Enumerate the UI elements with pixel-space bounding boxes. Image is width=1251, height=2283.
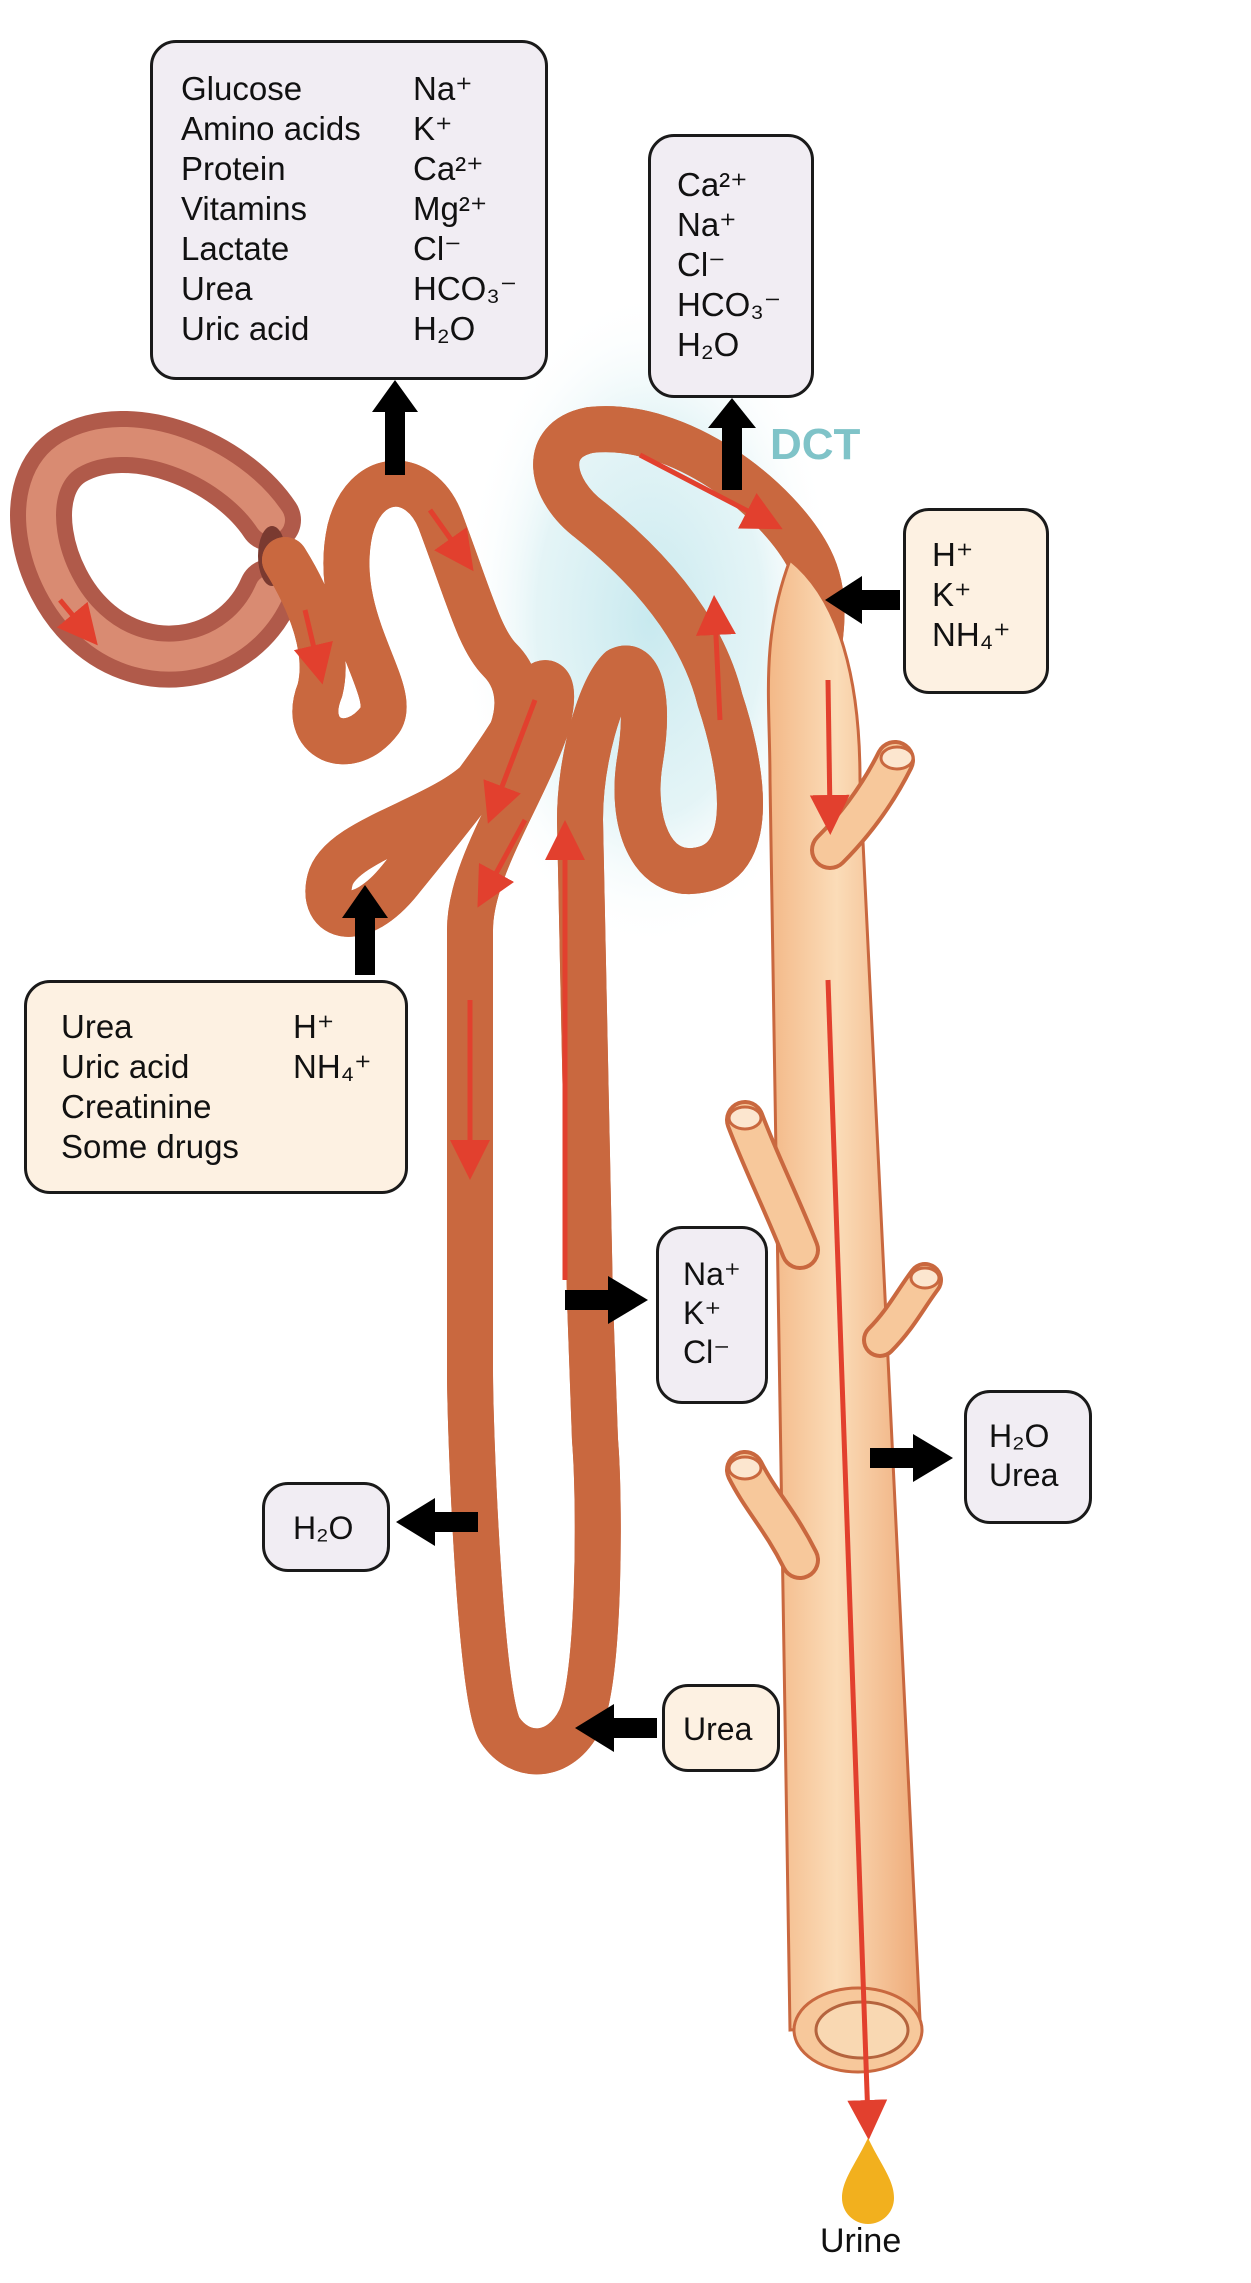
ascending-limb-reabsorption-box: Na⁺ K⁺ Cl⁻: [656, 1226, 768, 1404]
pct-secretion-box: Urea Uric acid Creatinine Some drugs H⁺ …: [24, 980, 408, 1194]
pct-secretion-right-column: H⁺ NH₄⁺: [293, 1007, 372, 1087]
solute-label: H₂O: [293, 1510, 354, 1546]
ion-label: NH₄⁺: [293, 1048, 372, 1085]
ion-label: Na⁺: [683, 1256, 741, 1292]
urine-drop-icon: [842, 2138, 894, 2224]
solute-label: Urea: [61, 1008, 133, 1045]
arrow-right-collecting-icon: [870, 1434, 953, 1482]
ion-label: Cl⁻: [683, 1334, 731, 1370]
solute-label: Vitamins: [181, 190, 307, 227]
collecting-duct-secretion-box: H⁺ K⁺ NH₄⁺: [903, 508, 1049, 694]
pct-secretion-left-column: Urea Uric acid Creatinine Some drugs: [61, 1007, 239, 1167]
ion-label: H⁺: [932, 536, 974, 573]
solute-label: Lactate: [181, 230, 290, 267]
descending-column: H₂O: [293, 1509, 353, 1548]
transport-arrows: [342, 380, 953, 1752]
pct-reabsorption-left-column: Glucose Amino acids Protein Vitamins Lac…: [181, 69, 361, 349]
solute-label: Uric acid: [61, 1048, 190, 1085]
solute-label: Amino acids: [181, 110, 361, 147]
ion-label: Ca²⁺: [413, 150, 484, 187]
urine-label: Urine: [820, 2222, 902, 2260]
solute-label: Urea: [683, 1711, 753, 1747]
ion-label: HCO₃⁻: [413, 270, 518, 307]
ion-label: K⁺: [413, 110, 453, 147]
arrow-up-dct-reabsorption-icon: [708, 398, 756, 490]
solute-label: Creatinine: [61, 1088, 212, 1125]
ion-label: Cl⁻: [677, 246, 726, 283]
dct-reabsorption-column: Ca²⁺ Na⁺ Cl⁻ HCO₃⁻ H₂O: [677, 165, 781, 365]
solute-label: Some drugs: [61, 1128, 239, 1165]
ion-label: Na⁺: [413, 70, 473, 107]
arrow-up-pct-reabsorption-icon: [372, 380, 418, 475]
ion-label: H⁺: [293, 1008, 335, 1045]
collecting-duct-reabsorption-box: H₂O Urea: [964, 1390, 1092, 1524]
loop-column: Urea: [683, 1710, 752, 1749]
arrow-right-ascending-icon: [565, 1276, 648, 1324]
pct-reabsorption-right-column: Na⁺ K⁺ Ca²⁺ Mg²⁺ Cl⁻ HCO₃⁻ H₂O: [413, 69, 517, 349]
ion-label: K⁺: [683, 1295, 722, 1331]
flow-arrows: [56, 452, 888, 2140]
secretion-column: H⁺ K⁺ NH₄⁺: [932, 535, 1011, 655]
descending-limb-reabsorption-box: H₂O: [262, 1482, 390, 1572]
ion-label: Na⁺: [677, 206, 737, 243]
collecting-column: H₂O Urea: [989, 1417, 1058, 1495]
solute-label: Urea: [989, 1457, 1059, 1493]
tubule-network: [262, 429, 822, 1751]
solute-label: H₂O: [989, 1418, 1050, 1454]
solute-label: Glucose: [181, 70, 303, 107]
pct-reabsorption-box: Glucose Amino acids Protein Vitamins Lac…: [150, 40, 548, 380]
ion-label: H₂O: [677, 326, 740, 363]
ion-label: NH₄⁺: [932, 616, 1011, 653]
solute-label: Protein: [181, 150, 286, 187]
ascending-column: Na⁺ K⁺ Cl⁻: [683, 1255, 741, 1372]
ion-label: Cl⁻: [413, 230, 462, 267]
solute-label: Urea: [181, 270, 253, 307]
arrow-up-pct-secretion-icon: [342, 885, 388, 975]
arrow-left-loop-icon: [575, 1704, 657, 1752]
loop-secretion-box: Urea: [662, 1684, 780, 1772]
ion-label: HCO₃⁻: [677, 286, 782, 323]
dct-reabsorption-box: Ca²⁺ Na⁺ Cl⁻ HCO₃⁻ H₂O: [648, 134, 814, 398]
ion-label: Mg²⁺: [413, 190, 488, 227]
arrow-left-descending-icon: [396, 1498, 478, 1546]
arrow-left-secretion-icon: [825, 576, 900, 624]
ion-label: K⁺: [932, 576, 972, 613]
dct-label: DCT: [770, 420, 861, 469]
collecting-duct: [725, 557, 943, 2074]
ion-label: H₂O: [413, 310, 476, 347]
ion-label: Ca²⁺: [677, 166, 748, 203]
solute-label: Uric acid: [181, 310, 310, 347]
